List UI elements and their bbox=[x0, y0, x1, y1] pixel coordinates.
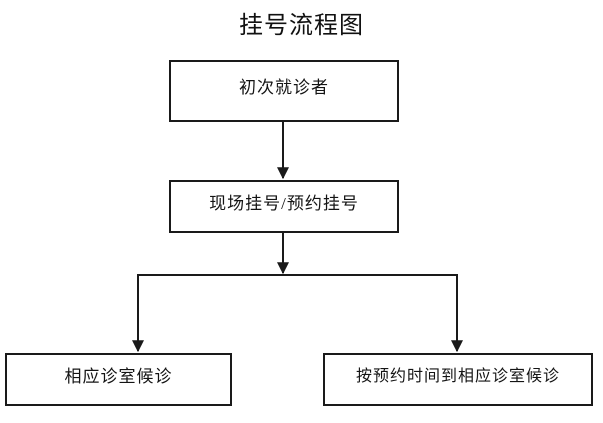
node-onsite-or-appointment-registration[interactable]: 现场挂号/预约挂号 bbox=[169, 180, 399, 233]
node-label: 现场挂号/预约挂号 bbox=[209, 193, 359, 213]
node-label: 按预约时间到相应诊室候诊 bbox=[355, 367, 560, 385]
node-wait-in-clinic-room[interactable]: 相应诊室候诊 bbox=[5, 353, 232, 406]
node-first-visit-patient[interactable]: 初次就诊者 bbox=[169, 60, 399, 122]
node-arrive-at-appointment-time[interactable]: 按预约时间到相应诊室候诊 bbox=[323, 353, 593, 406]
node-label: 初次就诊者 bbox=[239, 78, 329, 97]
node-label: 相应诊室候诊 bbox=[64, 366, 173, 386]
page-title: 挂号流程图 bbox=[239, 13, 364, 39]
